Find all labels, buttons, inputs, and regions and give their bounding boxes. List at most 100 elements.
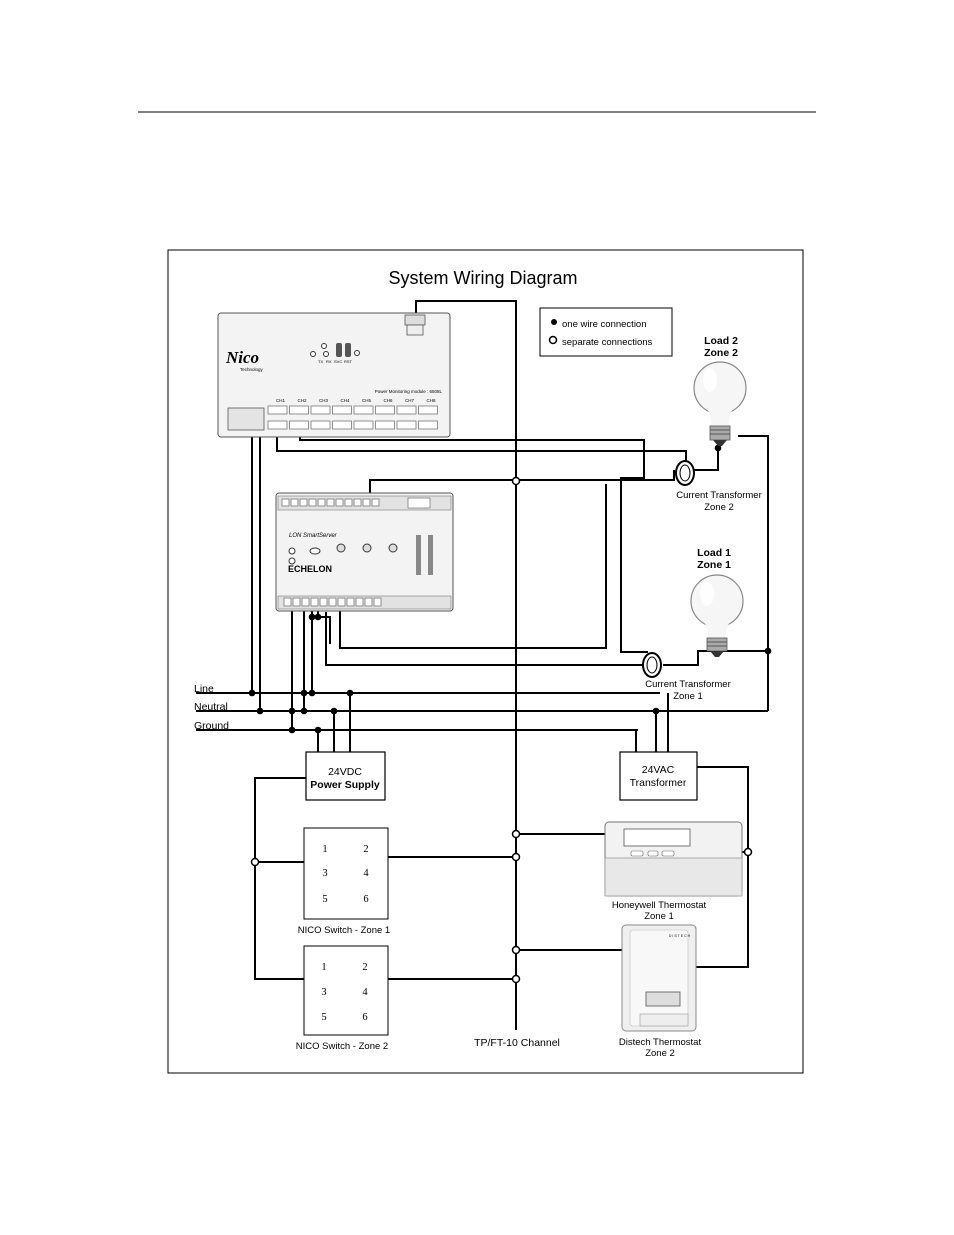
status-rst-label: RST: [344, 359, 353, 364]
nico-switch-zone-1: 1 2 3 4 5 6 NICO Switch - Zone 1: [298, 827, 390, 936]
terminal-block: [289, 405, 309, 415]
ground-label: Ground: [194, 720, 229, 732]
load-1-zone: Zone 1: [697, 559, 731, 571]
nico-switch-zone-1-label: NICO Switch - Zone 1: [298, 925, 390, 936]
terminal-block: [418, 420, 438, 430]
terminal-block: [281, 498, 290, 507]
terminal-block: [328, 597, 337, 607]
separate-connections: [250, 476, 753, 984]
channel-label-1: CH1: [276, 398, 285, 403]
separate-connection-symbol-icon: [548, 335, 558, 345]
switch-1-button-2: 2: [363, 844, 368, 855]
line-label: Line: [194, 683, 214, 695]
light-bulb-icon: [693, 361, 747, 446]
smartserver-module: LON SmartServer ECHELON: [275, 492, 454, 612]
terminal-block: [353, 498, 362, 507]
thermostat-display: [623, 828, 691, 847]
transformer-voltage: 24VAC: [642, 764, 675, 776]
load-1: Load 1 Zone 1: [690, 547, 744, 657]
terminal-block: [332, 420, 352, 430]
nico-switch-zone-2: 1 2 3 4 5 6 NICO Switch - Zone 2: [296, 945, 389, 1052]
terminal-block: [310, 420, 331, 430]
switch-2-button-2: 2: [362, 962, 367, 973]
honeywell-thermostat: Honeywell Thermostat Zone 1: [604, 821, 743, 922]
switch-2-button-1: 1: [321, 962, 326, 973]
ct-zone-2-title: Current Transformer: [676, 490, 762, 501]
terminal-block: [283, 597, 292, 607]
switch-1-button-6: 6: [363, 894, 368, 905]
terminal-block: [289, 420, 309, 430]
distech-thermostat-zone: Zone 2: [645, 1048, 675, 1059]
terminal-block: [353, 405, 374, 415]
diagram-frame: [167, 249, 804, 1074]
status-svc-label: SVC: [334, 359, 342, 364]
terminal-block: [355, 597, 364, 607]
thermostat-display: [645, 991, 681, 1007]
channel-label-2: CH2: [298, 398, 307, 403]
switch-2-button-5: 5: [321, 1012, 326, 1023]
terminal-block: [371, 498, 380, 507]
terminal-block: [299, 498, 308, 507]
load-2: Load 2 Zone 2: [693, 335, 747, 446]
switch-1-button-4: 4: [363, 868, 369, 879]
terminal-block: [337, 597, 346, 607]
transformer-24vac: 24VAC Transformer: [619, 751, 698, 801]
terminal-block: [301, 597, 310, 607]
terminal-block: [396, 420, 417, 430]
current-transformer-zone-2: Current Transformer Zone 2: [675, 460, 762, 513]
terminal-block: [418, 405, 438, 415]
legend-one-wire: one wire connection: [562, 319, 647, 330]
switch-1-button-5: 5: [322, 894, 327, 905]
terminal-block: [375, 420, 395, 430]
one-wire-symbol-icon: [551, 319, 557, 325]
terminal-block: [332, 405, 352, 415]
terminal-block: [310, 405, 331, 415]
nico-switch-zone-2-label: NICO Switch - Zone 2: [296, 1041, 388, 1052]
terminal-block: [364, 597, 373, 607]
status-rx-label: RX: [326, 359, 332, 364]
honeywell-thermostat-zone: Zone 1: [644, 911, 674, 922]
diagram-title: System Wiring Diagram: [388, 268, 577, 288]
terminal-block: [317, 498, 326, 507]
channel-label-7: CH7: [405, 398, 414, 403]
transformer-name: Transformer: [630, 777, 687, 789]
terminal-block: [290, 498, 299, 507]
echelon-logo: ECHELON: [288, 564, 332, 574]
power-supply-voltage: 24VDC: [328, 766, 362, 778]
terminal-block: [375, 405, 395, 415]
power-monitor-brand-sub: Technology: [240, 367, 264, 372]
distech-brand: DISTECH: [669, 934, 691, 938]
terminal-block: [346, 597, 355, 607]
terminal-block: [344, 498, 353, 507]
switch-2-button-6: 6: [362, 1012, 367, 1023]
distech-thermostat: DISTECH Distech Thermostat Zone 2: [619, 924, 702, 1059]
smartserver-terminals: [281, 498, 382, 607]
channel-label-4: CH4: [341, 398, 350, 403]
channel-label-6: CH6: [384, 398, 393, 403]
legend: one wire connection separate connections: [539, 307, 673, 357]
load-2-zone: Zone 2: [704, 347, 738, 359]
terminal-block: [292, 597, 301, 607]
channel-label-5: CH5: [362, 398, 371, 403]
terminal-block: [362, 498, 371, 507]
distech-thermostat-label: Distech Thermostat: [619, 1037, 702, 1048]
switch-1-button-3: 3: [322, 868, 327, 879]
smartserver-product: LON SmartServer: [289, 533, 338, 539]
power-monitor-brand: Nico: [225, 348, 259, 367]
ct-zone-2-zone: Zone 2: [704, 502, 734, 513]
terminal-block: [310, 597, 319, 607]
power-supply-24vdc: 24VDC Power Supply: [305, 751, 386, 801]
terminal-block: [308, 498, 317, 507]
status-tx-label: TX: [318, 359, 323, 364]
load-2-title: Load 2: [704, 335, 738, 347]
terminal-block: [267, 420, 288, 430]
ct-zone-1-title: Current Transformer: [645, 679, 731, 690]
switch-1-button-1: 1: [322, 844, 327, 855]
terminal-block: [373, 597, 382, 607]
power-monitor-terminal-strip: [267, 405, 438, 430]
legend-separate: separate connections: [562, 337, 653, 348]
neutral-label: Neutral: [194, 701, 228, 713]
switch-2-button-4: 4: [362, 987, 368, 998]
